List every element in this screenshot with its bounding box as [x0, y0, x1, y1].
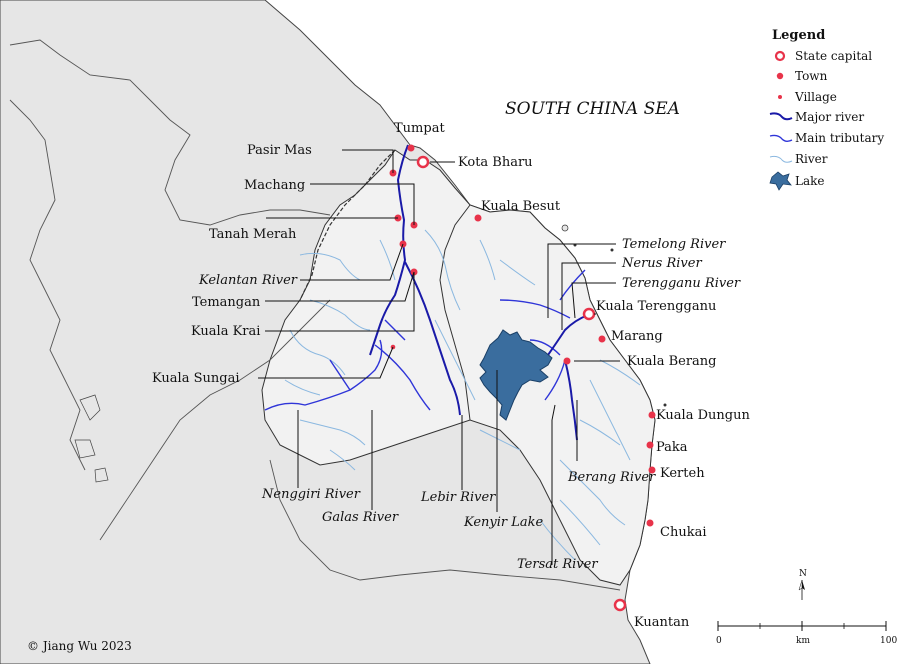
label-kuala-dungun: Kuala Dungun [656, 408, 750, 423]
label-kelantan-river: Kelantan River [198, 273, 298, 288]
legend-lake-label: Lake [795, 174, 825, 188]
state-capital-marker-kuantan [613, 598, 627, 612]
state-capital-marker-kuala-terengganu [582, 307, 596, 321]
scale-unit: km [796, 636, 810, 646]
country-border-2 [9, 99, 86, 471]
lebir-river-line [404, 261, 461, 416]
north-arrow: N [798, 569, 807, 600]
label-kuala-terengganu: Kuala Terengganu [596, 299, 716, 314]
town-marker-kerteh [648, 466, 656, 474]
west-islands [74, 394, 109, 483]
rivers-minor [284, 229, 641, 561]
scale-bar: 0 km 100 [716, 621, 897, 646]
label-temelong-river: Temelong River [622, 237, 726, 252]
town-marker-kuala-besut [474, 214, 482, 222]
label-paka: Paka [656, 440, 688, 455]
label-kuantan: Kuantan [634, 615, 690, 630]
town-marker-kuala-dungun [648, 411, 656, 419]
state-border-west [299, 149, 396, 301]
island [610, 248, 614, 252]
label-kuala-krai: Kuala Krai [191, 324, 260, 339]
state-capital-marker-kota-bharu [416, 155, 430, 169]
label-machang: Machang [244, 178, 305, 193]
label-nerus-river: Nerus River [621, 256, 702, 271]
sea-label: SOUTH CHINA SEA [505, 99, 680, 119]
kenyir-lake [479, 329, 553, 421]
legend-river-label: River [795, 152, 828, 166]
legend-lake-symbol [769, 171, 792, 191]
label-kota-bharu: Kota Bharu [458, 155, 533, 170]
label-temangan: Temangan [192, 295, 261, 310]
scale-end: 100 [880, 636, 897, 646]
state-border-3 [99, 299, 331, 541]
legend-title: Legend [772, 28, 825, 43]
town-marker-paka [646, 441, 654, 449]
legend-river-symbol [769, 155, 793, 163]
label-terengganu-river: Terengganu River [622, 276, 741, 291]
legend: Legend State capital Town Village Major … [769, 28, 884, 191]
label-nenggiri-river: Nenggiri River [261, 487, 361, 502]
leader-lines [258, 149, 620, 565]
label-berang-river: Berang River [567, 470, 656, 485]
label-pasir-mas: Pasir Mas [247, 143, 312, 158]
label-tersat-river: Tersat River [517, 557, 598, 572]
berang-river-line [564, 359, 578, 441]
label-kuala-sungai: Kuala Sungai [152, 371, 239, 386]
label-lebir-river: Lebir River [420, 490, 496, 505]
town-marker-tumpat [407, 144, 415, 152]
legend-main-tributary-label: Main tributary [795, 131, 884, 145]
island [561, 224, 569, 232]
label-chukai: Chukai [660, 525, 706, 540]
town-marker-chukai [646, 519, 654, 527]
legend-main-tributary-symbol [769, 134, 793, 142]
town-marker-kuala-berang [563, 357, 571, 365]
rivers-tributary [264, 269, 586, 411]
island [663, 403, 667, 407]
label-tumpat: Tumpat [394, 121, 445, 136]
scale-start: 0 [716, 636, 722, 646]
north-label: N [799, 569, 807, 579]
label-kenyir-lake: Kenyir Lake [463, 515, 544, 530]
legend-major-river-label: Major river [795, 110, 864, 124]
state-border [439, 204, 471, 421]
legend-town-label: Town [795, 69, 828, 83]
label-kuala-berang: Kuala Berang [627, 354, 717, 369]
legend-town-symbol [776, 72, 784, 80]
label-marang: Marang [611, 329, 663, 344]
legend-major-river-symbol [769, 112, 793, 121]
state-border-4 [269, 459, 621, 591]
kelantan-river-line [369, 144, 409, 356]
legend-village-label: Village [794, 90, 837, 104]
legend-village-symbol [778, 95, 782, 99]
label-galas-river: Galas River [322, 510, 399, 525]
copyright: © Jiang Wu 2023 [27, 639, 132, 653]
legend-state-capital-symbol [774, 50, 786, 62]
legend-state-capital-label: State capital [795, 49, 872, 63]
label-tanah-merah: Tanah Merah [209, 227, 297, 242]
town-marker-marang [598, 335, 606, 343]
label-kerteh: Kerteh [660, 466, 705, 481]
country-border [9, 39, 331, 226]
label-kuala-besut: Kuala Besut [481, 199, 561, 214]
